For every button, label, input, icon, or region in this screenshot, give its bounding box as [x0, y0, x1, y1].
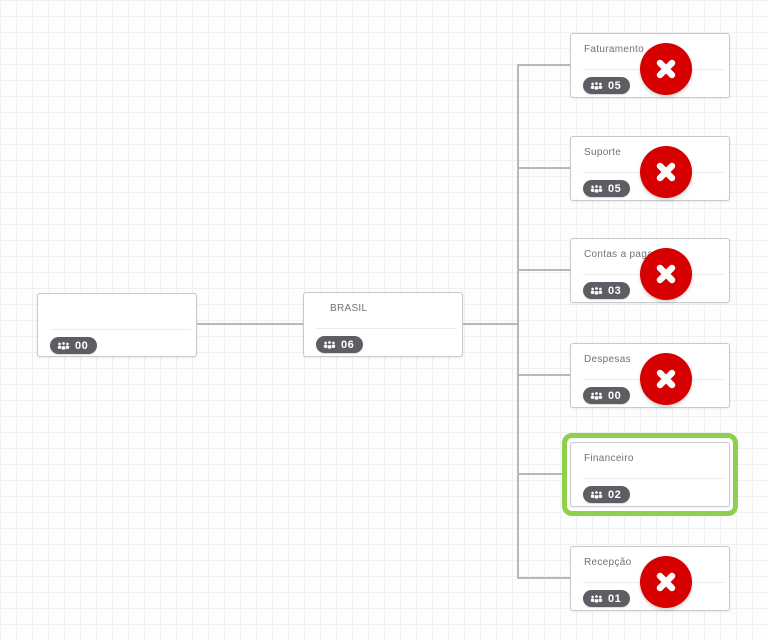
member-count: 01	[608, 592, 622, 605]
delete-node-button[interactable]	[640, 248, 692, 300]
member-count-badge: 06	[316, 336, 364, 353]
connector-trunk-vertical	[517, 64, 519, 579]
member-count-badge: 00	[583, 387, 631, 404]
users-icon	[590, 184, 603, 193]
member-count: 05	[608, 79, 622, 92]
connector-branch-despesas	[518, 374, 570, 376]
node-title: Contas a pagar	[584, 249, 657, 260]
member-count-badge: 05	[583, 180, 631, 197]
member-count-badge: 03	[583, 282, 631, 299]
node-title: Suporte	[584, 147, 622, 158]
org-node-financeiro[interactable]: Financeiro 02	[570, 442, 730, 507]
users-icon	[590, 594, 603, 603]
member-count: 05	[608, 182, 622, 195]
member-count-badge: 05	[583, 77, 631, 94]
member-count-badge: 00	[50, 337, 98, 354]
org-node-root[interactable]: 00	[37, 293, 197, 357]
org-node-recepcao[interactable]: Recepção 01	[570, 546, 730, 611]
member-count: 02	[608, 488, 622, 501]
x-icon	[656, 369, 676, 389]
selected-node-highlight: Financeiro 02	[562, 433, 738, 516]
x-icon	[656, 572, 676, 592]
org-node-contas-a-pagar[interactable]: Contas a pagar 03	[570, 238, 730, 303]
member-count: 06	[341, 338, 355, 351]
member-count: 00	[608, 389, 622, 402]
org-node-despesas[interactable]: Despesas 00	[570, 343, 730, 408]
users-icon	[590, 81, 603, 90]
connector-branch-contas-a-pagar	[518, 269, 570, 271]
node-title: BRASIL	[330, 303, 368, 314]
node-title: Despesas	[584, 354, 631, 365]
users-icon	[590, 391, 603, 400]
x-icon	[656, 59, 676, 79]
users-icon	[57, 341, 70, 350]
delete-node-button[interactable]	[640, 146, 692, 198]
node-title: Financeiro	[584, 453, 634, 464]
divider	[316, 328, 457, 329]
org-node-faturamento[interactable]: Faturamento 05	[570, 33, 730, 98]
delete-node-button[interactable]	[640, 556, 692, 608]
node-title: Faturamento	[584, 44, 644, 55]
delete-node-button[interactable]	[640, 353, 692, 405]
divider	[583, 478, 724, 479]
connector-brasil-to-trunk	[463, 323, 518, 325]
connector-branch-recepcao	[518, 577, 570, 579]
x-icon	[656, 162, 676, 182]
member-count-badge: 01	[583, 590, 631, 607]
connector-branch-suporte	[518, 167, 570, 169]
member-count-badge: 02	[583, 486, 631, 503]
member-count: 00	[75, 339, 89, 352]
x-icon	[656, 264, 676, 284]
connector-branch-financeiro	[518, 473, 570, 475]
divider	[50, 329, 191, 330]
users-icon	[323, 340, 336, 349]
member-count: 03	[608, 284, 622, 297]
org-node-suporte[interactable]: Suporte 05	[570, 136, 730, 201]
connector-root-to-brasil	[197, 323, 303, 325]
node-title: Recepção	[584, 557, 632, 568]
delete-node-button[interactable]	[640, 43, 692, 95]
users-icon	[590, 490, 603, 499]
connector-branch-faturamento	[518, 64, 570, 66]
users-icon	[590, 286, 603, 295]
org-node-brasil[interactable]: BRASIL 06	[303, 292, 463, 357]
